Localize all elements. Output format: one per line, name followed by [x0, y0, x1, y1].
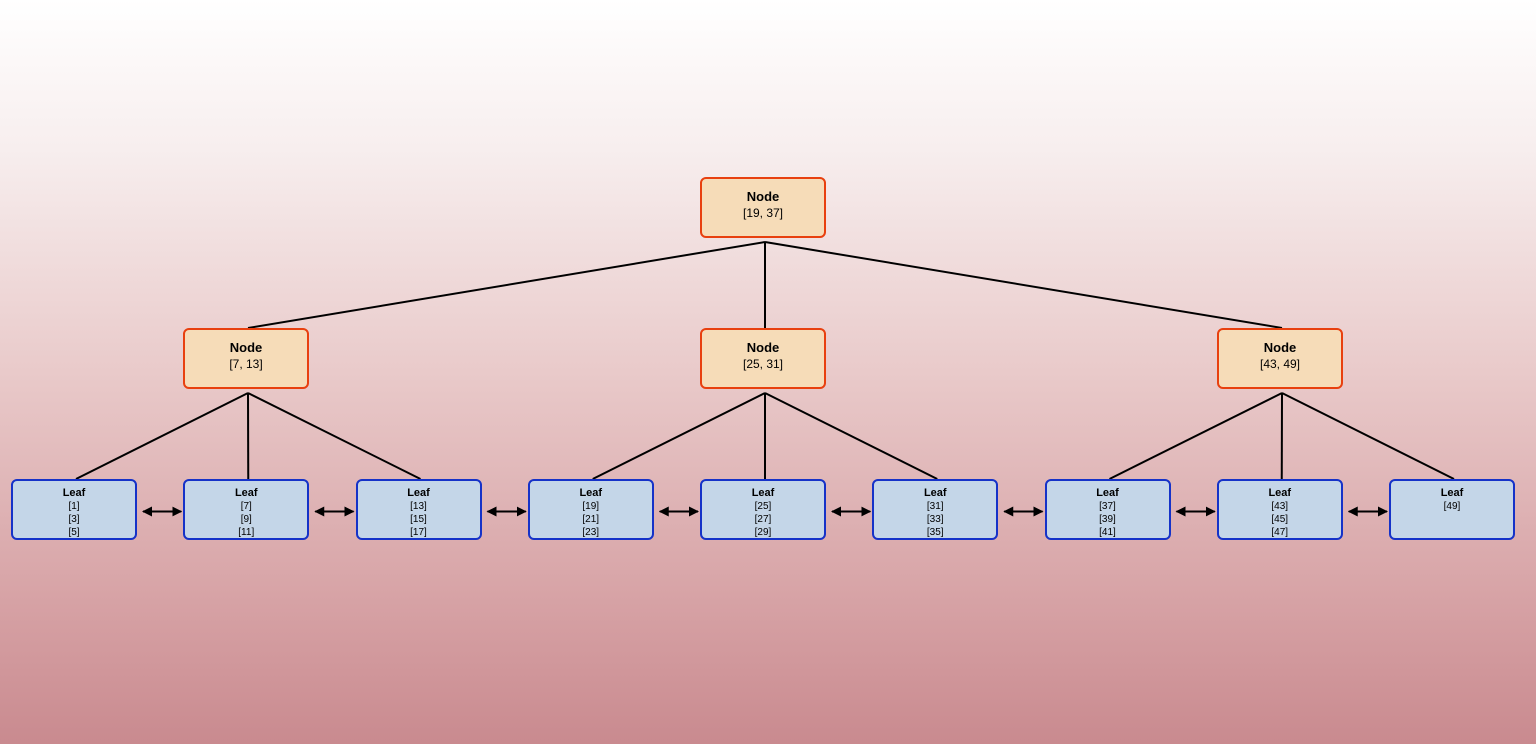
leaf-key: [43]: [1271, 501, 1289, 512]
leaf-node: Leaf [13] [15] [17]: [355, 479, 482, 540]
leaf-key: [41]: [1099, 527, 1116, 538]
leaf-key: [11]: [238, 527, 255, 538]
leaf-node: Leaf [31] [33] [35]: [872, 479, 999, 540]
leaf-key: [7]: [240, 501, 252, 512]
tree-edge: [764, 241, 1283, 329]
leaf-key: [17]: [410, 527, 427, 538]
leaf-key: [49]: [1443, 501, 1461, 512]
leaf-key: [47]: [1271, 527, 1289, 538]
leaf-key: [39]: [1099, 514, 1116, 525]
leaf-key: [13]: [410, 501, 427, 512]
leaf-key: [45]: [1271, 514, 1289, 525]
leaf-node: Leaf [25] [27] [29]: [700, 479, 826, 540]
tree-edge: [247, 241, 766, 329]
leaf-node: Leaf [37] [39] [41]: [1044, 479, 1171, 540]
internal-node-title: Node: [229, 340, 263, 355]
leaf-key: [31]: [926, 501, 944, 512]
leaf-node: Leaf [7] [9] [11]: [183, 479, 310, 540]
leaf-node-title: Leaf: [1440, 487, 1464, 499]
internal-node-keys: [7, 13]: [229, 357, 263, 371]
leaf-key: [21]: [582, 514, 600, 525]
tree-edge: [592, 392, 766, 480]
leaf-node-title: Leaf: [407, 487, 430, 499]
root-node-keys: [19, 37]: [742, 206, 784, 220]
leaf-node-title: Leaf: [234, 487, 258, 499]
leaf-key: [25]: [754, 501, 772, 512]
leaf-key: [29]: [754, 527, 772, 538]
tree-edge: [1109, 392, 1283, 480]
root-node-title: Node: [746, 189, 780, 204]
leaf-key: [5]: [68, 527, 80, 538]
leaf-key: [9]: [240, 514, 252, 525]
tree-edge: [1281, 392, 1455, 480]
leaf-node: Leaf [49]: [1389, 479, 1515, 540]
leaf-node-title: Leaf: [1268, 487, 1292, 499]
leaf-key: [35]: [926, 527, 944, 538]
leaf-key: [19]: [582, 501, 600, 512]
leaf-key: [1]: [68, 501, 80, 512]
leaf-node-title: Leaf: [579, 487, 603, 499]
leaf-node-title: Leaf: [751, 487, 775, 499]
leaf-node-title: Leaf: [923, 487, 947, 499]
leaf-key: [27]: [754, 514, 772, 525]
internal-node-title: Node: [1263, 340, 1297, 355]
leaf-node-title: Leaf: [62, 487, 86, 499]
leaf-node: Leaf [1] [3] [5]: [11, 479, 137, 540]
internal-node: Node [25, 31]: [700, 328, 826, 389]
internal-node-title: Node: [746, 340, 780, 355]
internal-node: Node [43, 49]: [1217, 328, 1343, 389]
leaf-node-title: Leaf: [1096, 487, 1119, 499]
tree-edge: [764, 392, 938, 480]
leaf-node: Leaf [19] [21] [23]: [527, 479, 654, 540]
tree-edge: [75, 392, 249, 480]
leaf-key: [3]: [68, 514, 80, 525]
leaf-key: [37]: [1099, 501, 1116, 512]
internal-node-keys: [25, 31]: [742, 357, 784, 371]
tree-edge: [247, 392, 421, 480]
leaf-key: [15]: [410, 514, 427, 525]
leaf-key: [33]: [926, 514, 944, 525]
leaf-node: Leaf [43] [45] [47]: [1216, 479, 1343, 540]
internal-node: Node [7, 13]: [183, 328, 309, 389]
internal-node-keys: [43, 49]: [1259, 357, 1301, 371]
root-node: Node [19, 37]: [700, 177, 826, 238]
leaf-key: [23]: [582, 527, 600, 538]
